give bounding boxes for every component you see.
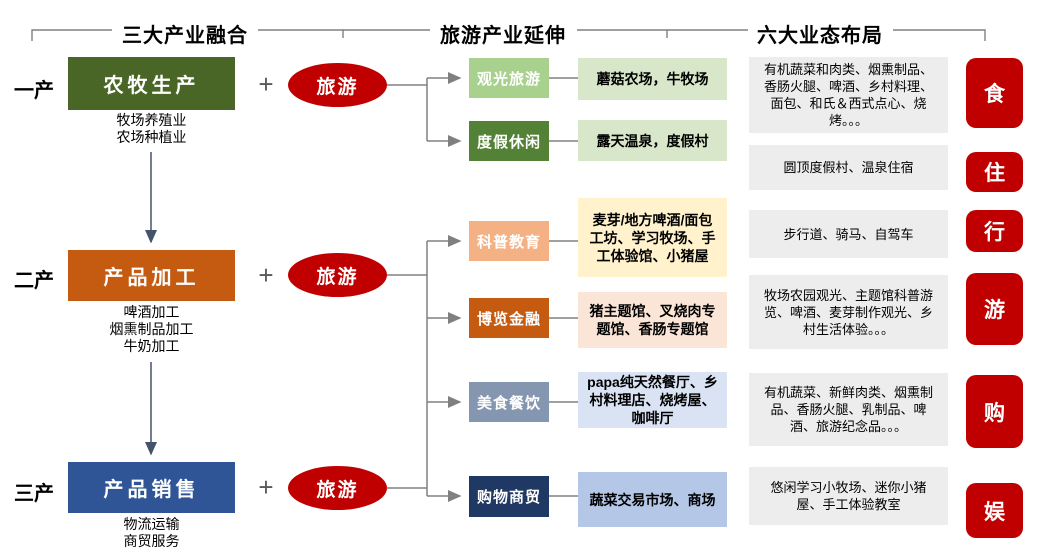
industry-label-tertiary: 三产: [14, 483, 54, 505]
industry-sub-processing: 啤酒加工 烟熏制品加工 牛奶加工: [109, 304, 194, 354]
industry-label-secondary: 二产: [14, 270, 54, 292]
format-tag-food: 食: [966, 58, 1023, 128]
format-tag-travel: 行: [966, 210, 1023, 252]
example-box-dining: papa纯天然餐厅、乡村料理店、烧烤屋、咖啡厅: [578, 372, 727, 428]
plus-icon: +: [258, 69, 274, 99]
section-title-tourism-extension: 旅游产业延伸: [440, 25, 566, 47]
example-box-sightseeing: 蘑菇农场，牛牧场: [578, 58, 727, 100]
category-box-shopping: 购物商贸: [469, 476, 549, 517]
format-box-tour: 牧场农园观光、主题馆科普游览、啤酒、麦芽制作观光、乡村生活体验。。。: [749, 275, 948, 349]
format-box-food: 有机蔬菜和肉类、烟熏制品、香肠火腿、啤酒、乡村料理、面包、和氏＆西式点心、烧烤。…: [749, 57, 948, 133]
example-box-education: 麦芽/地方啤酒/面包工坊、学习牧场、手工体验馆、小猪屋: [578, 198, 727, 277]
tourism-bubble-1: 旅游: [288, 63, 387, 107]
industry-box-processing: 产品加工: [68, 250, 235, 301]
format-box-entertainment: 悠闲学习小牧场、迷你小猪屋、手工体验教室: [749, 467, 948, 525]
tourism-bubble-3: 旅游: [288, 466, 387, 510]
section-title-industries: 三大产业融合: [122, 25, 248, 47]
category-box-expo: 博览金融: [469, 298, 549, 338]
example-box-shopping: 蔬菜交易市场、商场: [578, 472, 727, 527]
plus-icon: +: [258, 260, 274, 290]
format-tag-entertainment: 娱: [966, 483, 1023, 538]
format-box-shopping: 有机蔬菜、新鲜肉类、烟熏制品、香肠火腿、乳制品、啤酒、旅游纪念品。。。: [749, 373, 948, 446]
industry-label-primary: 一产: [14, 80, 54, 102]
format-tag-stay: 住: [966, 152, 1023, 192]
category-box-sightseeing: 观光旅游: [469, 58, 549, 98]
industry-box-farming: 农牧生产: [68, 57, 235, 110]
section-title-six-formats: 六大业态布局: [757, 25, 883, 47]
category-box-education: 科普教育: [469, 221, 549, 261]
category-box-resort: 度假休闲: [469, 121, 549, 161]
example-box-expo: 猪主题馆、叉烧肉专题馆、香肠专题馆: [578, 292, 727, 348]
format-box-travel: 步行道、骑马、自驾车: [749, 210, 948, 258]
industry-box-sales: 产品销售: [68, 462, 235, 513]
industry-sub-farming: 牧场养殖业 农场种植业: [116, 112, 187, 145]
tourism-bubble-2: 旅游: [288, 253, 387, 297]
industry-sub-sales: 物流运输 商贸服务: [123, 516, 180, 549]
example-box-resort: 露天温泉，度假村: [578, 120, 727, 161]
format-tag-shopping: 购: [966, 375, 1023, 448]
format-tag-tour: 游: [966, 273, 1023, 345]
section-brace: [31, 29, 986, 41]
format-box-stay: 圆顶度假村、温泉住宿: [749, 145, 948, 190]
tourism-branch-tree: [387, 72, 578, 502]
plus-icon: +: [258, 472, 274, 502]
category-box-dining: 美食餐饮: [469, 382, 549, 422]
